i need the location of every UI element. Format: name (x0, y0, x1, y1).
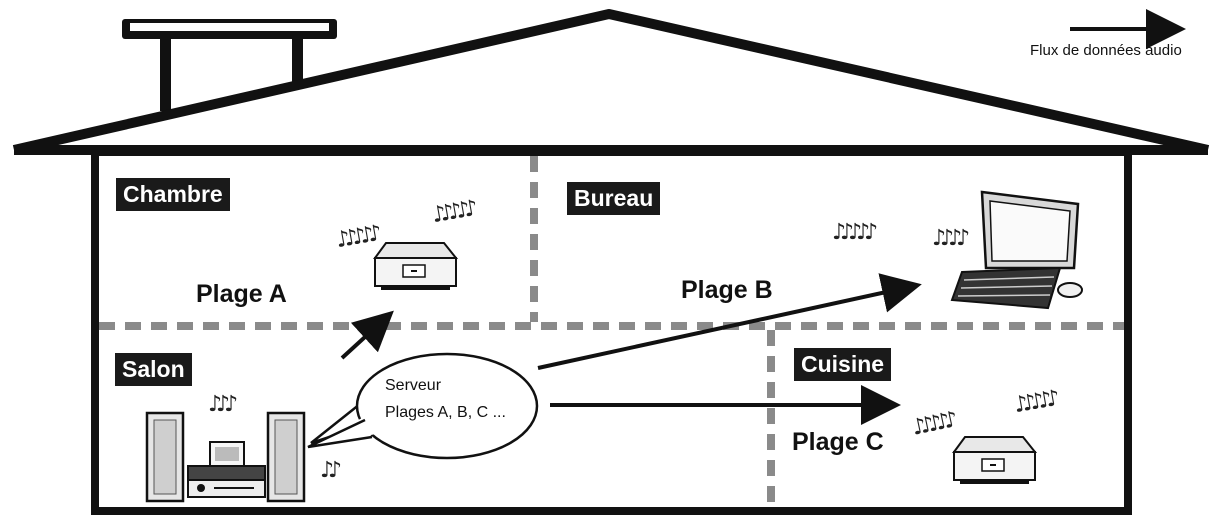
room-label-cuisine: Cuisine (794, 348, 892, 381)
legend-label: Flux de données audio (1030, 42, 1182, 59)
track-label-a: Plage A (196, 280, 287, 308)
roof-outline (12, 9, 1210, 155)
music-note-icon: ♪♪ (320, 458, 342, 483)
server-tracks-label: Plages A, B, C ... (385, 404, 506, 421)
track-label-c: Plage C (792, 428, 884, 456)
hifi-system-icon (145, 411, 306, 503)
laptop-computer-icon (950, 190, 1083, 310)
server-label: Serveur (385, 377, 442, 394)
room-dividers (99, 156, 1124, 507)
room-label-chambre: Chambre (116, 178, 230, 211)
music-note-icon: ♪♪♪ (208, 392, 238, 417)
audio-player-kitchen-icon (952, 436, 1038, 484)
music-note-icon: ♪♪♪♪♪ (832, 220, 878, 245)
room-label-bureau: Bureau (567, 182, 661, 215)
server-bubble (307, 352, 539, 460)
roof-antenna-icon (122, 19, 337, 111)
music-note-icon: ♪♪♪♪ (932, 226, 970, 251)
house-walls (91, 148, 1132, 515)
audio-player-bedroom-icon (373, 242, 459, 290)
track-label-b: Plage B (681, 276, 773, 304)
room-label-salon: Salon (115, 353, 192, 386)
flow-arrow-b (537, 273, 922, 370)
flow-arrow-a (340, 310, 394, 360)
